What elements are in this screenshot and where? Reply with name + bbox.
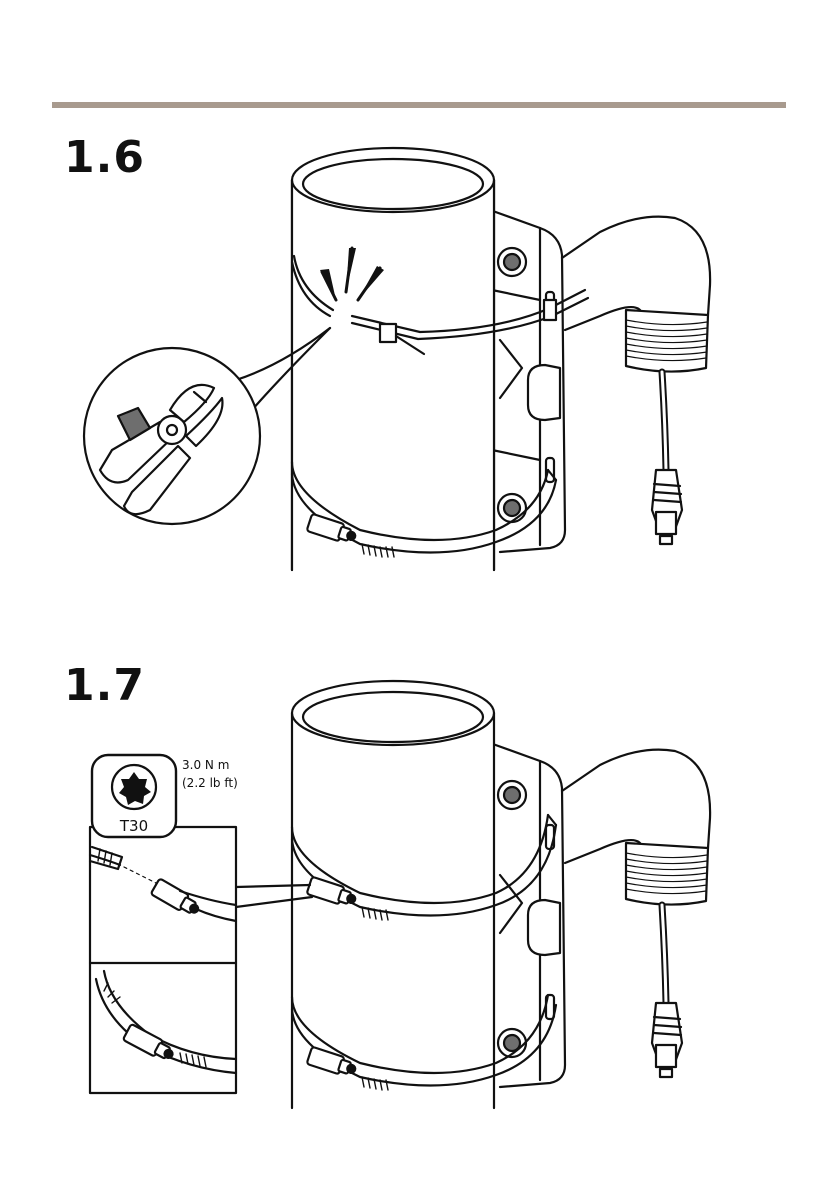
network-cable-icon bbox=[652, 372, 682, 544]
header-rule bbox=[52, 102, 786, 108]
detail-frame bbox=[90, 827, 236, 1093]
wall-mount-bracket-icon bbox=[490, 210, 565, 552]
torque-metric: 3.0 N m bbox=[182, 758, 229, 772]
network-cable-icon bbox=[652, 905, 682, 1077]
tool-label: T30 bbox=[119, 817, 148, 835]
step-1-7-illustration: T30 3.0 N m (2.2 lb ft) bbox=[0, 665, 839, 1110]
mount-arm-icon bbox=[562, 217, 710, 372]
mount-arm-icon bbox=[562, 750, 710, 905]
wall-mount-bracket-icon bbox=[490, 743, 565, 1087]
torque-imperial: (2.2 lb ft) bbox=[182, 776, 238, 790]
step-1-6-illustration bbox=[0, 140, 839, 580]
